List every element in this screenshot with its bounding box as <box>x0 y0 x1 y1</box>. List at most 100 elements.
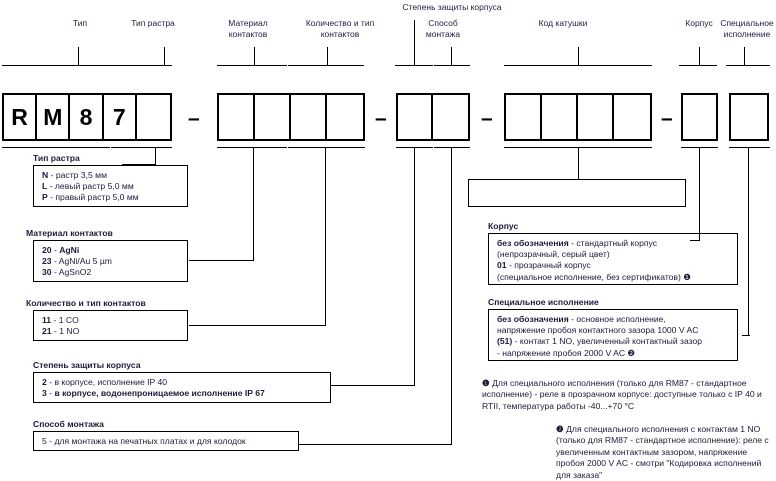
legend-code: L <box>42 181 48 192</box>
footnote-1: ❶ Для специального исполнения (только дл… <box>482 378 774 412</box>
header-label-special: Специальное исполнение <box>720 18 774 39</box>
legend-sep: - <box>53 256 57 267</box>
code-cell-r[interactable]: R <box>4 95 38 139</box>
bottom-rule-group-1a <box>2 147 110 148</box>
connector-contacts-horizontal <box>189 325 326 326</box>
top-rule-group-2b <box>288 65 364 66</box>
legend-sep: - <box>53 326 57 337</box>
legend-code: 11 <box>42 315 52 325</box>
top-rule-group-3a <box>395 65 433 66</box>
legend-text: AgNi/Au 5 µm <box>58 256 112 267</box>
leader-enclosure-grade <box>414 20 415 65</box>
legend-box-protection: 2 - в корпусе, исполнение IP 40 3 - в ко… <box>33 372 331 403</box>
code-cell-material-2[interactable] <box>255 95 292 139</box>
legend-text: 1 CO <box>58 315 79 325</box>
legend-title-mounting: Способ монтажа <box>33 419 104 429</box>
legend-code: P <box>42 192 48 203</box>
legend-row: 30 - AgSnO2 <box>42 267 181 278</box>
leader-pitch-type <box>164 47 165 65</box>
legend-code: 3 <box>42 388 47 399</box>
header-label-mounting: Способ монтажа <box>425 18 461 39</box>
footnote-text-1: Для специального исполнения (только для … <box>482 378 762 411</box>
bottom-rule-group-2b <box>288 147 365 148</box>
legend-title-housing: Корпус <box>488 221 519 231</box>
legend-bold: без обозначения <box>497 238 569 248</box>
header-label-type: Тип <box>72 18 88 28</box>
legend-title-contacts: Количество и тип контактов <box>26 298 146 308</box>
legend-row: без обозначения - основное исполнение, <box>497 314 731 325</box>
legend-box-contacts: 11 - 1 CO 21 - 1 NO <box>33 310 188 341</box>
code-cell-contacts-1[interactable] <box>291 95 328 139</box>
code-group-4[interactable] <box>504 93 652 141</box>
legend-bold: без обозначения <box>497 314 569 324</box>
legend-code: 23 <box>42 256 52 267</box>
code-cell-8[interactable]: 8 <box>70 95 104 139</box>
legend-title-protection: Степень защиты корпуса <box>33 360 141 370</box>
code-group-6[interactable] <box>729 93 769 141</box>
footnote-text-2: Для специального исполнения с контактам … <box>556 424 769 480</box>
bottom-rule-group-2a <box>217 147 287 148</box>
legend-row: (специальное исполнение, без сертификато… <box>497 272 731 283</box>
legend-text: растр 3,5 мм <box>55 170 107 180</box>
code-cell-coil-1[interactable] <box>506 95 543 139</box>
code-group-3[interactable] <box>396 93 470 141</box>
code-cell-housing[interactable] <box>683 95 716 139</box>
header-label-pitch-type: Тип растра <box>131 18 175 28</box>
connector-special-vertical <box>748 147 749 335</box>
coil-code-blank-box[interactable] <box>468 179 686 207</box>
code-cell-mounting[interactable] <box>433 95 468 139</box>
connector-protection-horizontal <box>331 385 415 386</box>
bottom-rule-group-3b <box>434 147 470 148</box>
code-group-5[interactable] <box>681 93 718 141</box>
code-cell-coil-2[interactable] <box>542 95 579 139</box>
connector-material-horizontal <box>189 260 254 261</box>
legend-code: 21 <box>42 326 52 337</box>
legend-sep: - <box>53 267 57 278</box>
legend-code: 5 <box>42 436 47 446</box>
code-cell-m[interactable]: M <box>37 95 71 139</box>
leader-special <box>744 47 745 65</box>
legend-sep: - <box>49 388 53 399</box>
legend-code: N <box>42 170 49 180</box>
legend-text: - стандартный корпус <box>568 238 658 248</box>
legend-code: 30 <box>42 267 52 278</box>
code-cell-protection[interactable] <box>398 95 434 139</box>
connector-housing-vertical <box>699 147 700 240</box>
code-cell-7[interactable]: 7 <box>104 95 137 139</box>
legend-row: (непрозрачный, серый цвет) <box>497 249 731 260</box>
connector-protection-vertical <box>414 147 415 385</box>
legend-bold: 01 <box>497 260 507 271</box>
header-label-contact-count: Количество и тип контактов <box>305 18 375 39</box>
connector-coil-vertical <box>578 147 579 179</box>
separator-3: – <box>481 107 493 130</box>
legend-bold: (51) <box>497 336 513 347</box>
separator-4: – <box>661 107 673 130</box>
legend-row: - напряжение пробоя 2000 V AC ❷ <box>497 348 731 359</box>
legend-text: правый растр 5,0 мм <box>55 192 139 203</box>
header-label-housing: Корпус <box>685 18 713 28</box>
code-group-2[interactable] <box>217 93 365 141</box>
connector-pitch-vertical <box>155 147 156 165</box>
code-cell-coil-3[interactable] <box>578 95 615 139</box>
legend-sep: - <box>50 170 54 180</box>
leader-contact-count <box>327 47 328 65</box>
connector-material-vertical <box>253 147 254 260</box>
top-rule-group-3b <box>434 65 470 66</box>
legend-text: напряжение пробоя контактного зазора 100… <box>497 325 699 336</box>
legend-title-pitch: Тип растра <box>33 153 80 163</box>
legend-text: левый растр 5,0 мм <box>54 181 134 192</box>
footnote-marker-2: ❷ <box>556 424 564 434</box>
top-rule-group-4 <box>504 65 652 66</box>
legend-box-mounting: 5 - для монтажа на печатных платах и для… <box>33 431 299 451</box>
connector-pitch-horizontal <box>122 164 156 165</box>
code-cell-pitch[interactable] <box>137 95 170 139</box>
code-cell-material-1[interactable] <box>219 95 256 139</box>
code-group-1[interactable]: R M 8 7 <box>2 93 172 141</box>
code-cell-coil-4[interactable] <box>614 95 650 139</box>
legend-row: (51) - контакт 1 NO, увеличенный контакт… <box>497 336 731 347</box>
code-cell-special[interactable] <box>731 95 767 139</box>
connector-housing-horizontal <box>690 240 700 241</box>
separator-1: – <box>188 107 200 130</box>
code-cell-contacts-2[interactable] <box>327 95 363 139</box>
